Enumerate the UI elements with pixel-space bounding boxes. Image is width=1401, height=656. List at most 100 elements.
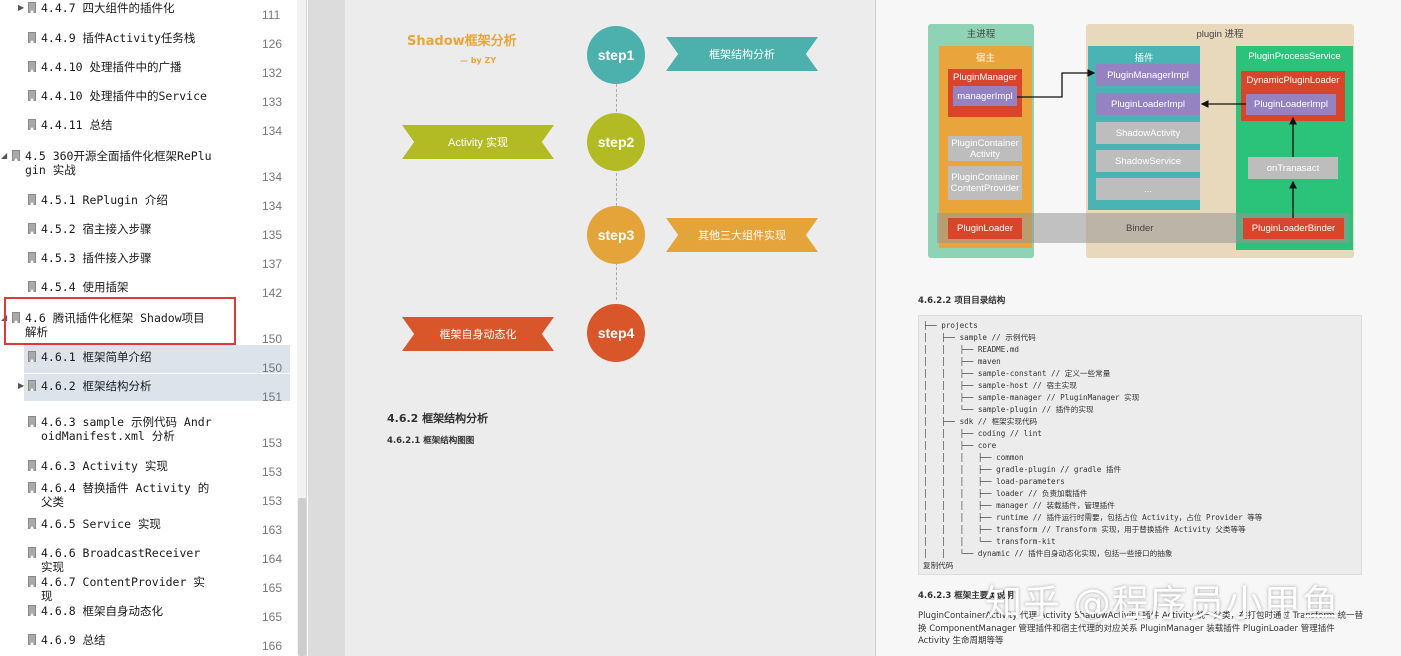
toc-item[interactable]: 4.5.2 宿主接入步骤 135: [0, 221, 296, 249]
bookmark-icon: [28, 119, 36, 130]
toc-item-label: 4.6.9 总结: [41, 633, 106, 647]
toc-item-page: 135: [262, 228, 283, 242]
code-line: │ │ ├── sample-manager // PluginManager …: [923, 393, 1140, 402]
document-page-left: Shadow框架分析 — by ZY step1 框架结构分析 step2 Ac…: [345, 0, 875, 656]
bookmark-icon: [28, 90, 36, 101]
figure-author: — by ZY: [460, 56, 497, 65]
code-line: │ ├── sdk // 框架实现代码: [923, 417, 1038, 426]
class-heading: 4.6.2.3 框架主要类说明: [918, 591, 1014, 601]
bookmark-icon: [28, 576, 36, 587]
toc-item-page: 134: [262, 124, 283, 138]
toc-item-page: 166: [262, 639, 283, 653]
toc-item-label: 4.4.9 插件Activity任务栈: [41, 31, 196, 45]
toc-item-page: 132: [262, 66, 283, 80]
toc-item-label: 4.6.3 sample 示例代码 AndroidManifest.xml 分析: [41, 415, 212, 443]
dir-heading: 4.6.2.2 项目目录结构: [918, 296, 1006, 306]
step2-circle: step2: [587, 113, 645, 171]
toc-item[interactable]: 4.6.1 框架简单介绍 150: [24, 345, 290, 375]
toc-item-label: 4.6.5 Service 实现: [41, 517, 161, 531]
plugin-service-label: PluginProcessService: [1248, 51, 1341, 62]
toc-scrollbar[interactable]: [297, 0, 306, 656]
plugin-loader-box: PluginLoader: [948, 218, 1022, 239]
bookmark-icon: [28, 460, 36, 471]
code-line: │ │ └── dynamic // 插件自身动态化实现，包括一些接口的抽象: [923, 549, 1173, 558]
page-gap: [308, 0, 345, 656]
code-line: 复制代码: [923, 561, 954, 570]
expand-arrow-icon[interactable]: ▶: [18, 381, 25, 390]
bookmark-icon: [28, 482, 36, 493]
figure-title: Shadow框架分析: [407, 34, 517, 49]
main-process-label: 主进程: [966, 29, 996, 40]
expand-arrow-icon[interactable]: ▶: [18, 3, 25, 12]
bookmark-icon: [28, 380, 36, 391]
toc-item-label: 4.5.4 使用插架: [41, 280, 129, 294]
code-line: │ │ ├── coding // lint: [923, 429, 1042, 438]
toc-item-page: 137: [262, 257, 283, 271]
binder-label: Binder: [1126, 223, 1154, 234]
collapse-arrow-icon[interactable]: ◢: [1, 151, 8, 160]
section-subheading: 4.6.2.1 框架结构图图: [387, 436, 475, 446]
toc-item[interactable]: 4.6.9 总结 166: [0, 632, 296, 656]
toc-scrollbar-thumb[interactable]: [298, 498, 306, 656]
manager-impl-box: managerImpl: [953, 86, 1017, 106]
code-line: │ │ ├── maven: [923, 357, 1001, 366]
watermark: 知乎 @程序员小甲鱼: [985, 582, 1340, 625]
step4-ribbon: 框架自身动态化: [402, 317, 554, 351]
bookmark-icon: [28, 351, 36, 362]
code-line: │ │ │ ├── gradle-plugin // gradle 插件: [923, 465, 1122, 474]
code-line: │ ├── sample // 示例代码: [923, 333, 1036, 342]
plugin-loader-impl-box: PluginLoaderImpl: [1096, 93, 1200, 115]
bookmark-icon: [28, 281, 36, 292]
step3-ribbon: 其他三大组件实现: [666, 218, 818, 252]
shadow-service-box: ShadowService: [1096, 150, 1200, 172]
class-description: PluginContainerActivity 代理 Activity Shad…: [918, 611, 1364, 646]
plugin-manager-impl-box: PluginManagerImpl: [1096, 64, 1200, 86]
bookmark-icon: [28, 32, 36, 43]
toc-item-label: 4.6.2 框架结构分析: [41, 379, 152, 393]
bookmark-icon: [28, 634, 36, 645]
toc-item-label: 4.6.1 框架简单介绍: [41, 350, 152, 364]
ellipsis-box: ...: [1096, 178, 1200, 200]
document-page-right: 主进程 plugin 进程 宿主 插件 PluginProcessService…: [876, 0, 1401, 656]
directory-code-block: ├── projects │ ├── sample // 示例代码 │ │ ├── …: [918, 315, 1362, 575]
toc-item-label: 4.4.7 四大组件的插件化: [41, 1, 175, 15]
bookmark-icon: [12, 312, 20, 323]
toc-item-label: 4.6.6 BroadcastReceiver 实现: [41, 546, 208, 574]
code-line: │ │ ├── core: [923, 441, 997, 450]
code-line: ├── projects: [923, 321, 978, 330]
toc-item[interactable]: 4.6.3 sample 示例代码 AndroidManifest.xml 分析…: [0, 414, 296, 450]
toc-item-label: 4.6.8 框架自身动态化: [41, 604, 164, 618]
toc-item-page: 150: [262, 361, 283, 375]
bookmark-icon: [28, 252, 36, 263]
step3-circle: step3: [587, 206, 645, 264]
bookmark-icon: [28, 223, 36, 234]
toc-item-label: 4.5.2 宿主接入步骤: [41, 222, 152, 236]
on-transact-box: onTranasact: [1248, 157, 1338, 179]
toc-item-page: 153: [262, 494, 283, 508]
bookmark-icon: [28, 61, 36, 72]
bookmark-icon: [12, 150, 20, 161]
code-line: │ │ │ └── transform-kit: [923, 537, 1056, 546]
code-line: │ │ │ ├── manager // 装载插件，管理插件: [923, 501, 1115, 510]
toc-item-label: 4.5 360开源全面插件化框架RePlugin 实战: [25, 149, 212, 177]
code-line: │ │ ├── sample-host // 宿主实现: [923, 381, 1077, 390]
toc-item-label: 4.5.1 RePlugin 介绍: [41, 193, 168, 207]
